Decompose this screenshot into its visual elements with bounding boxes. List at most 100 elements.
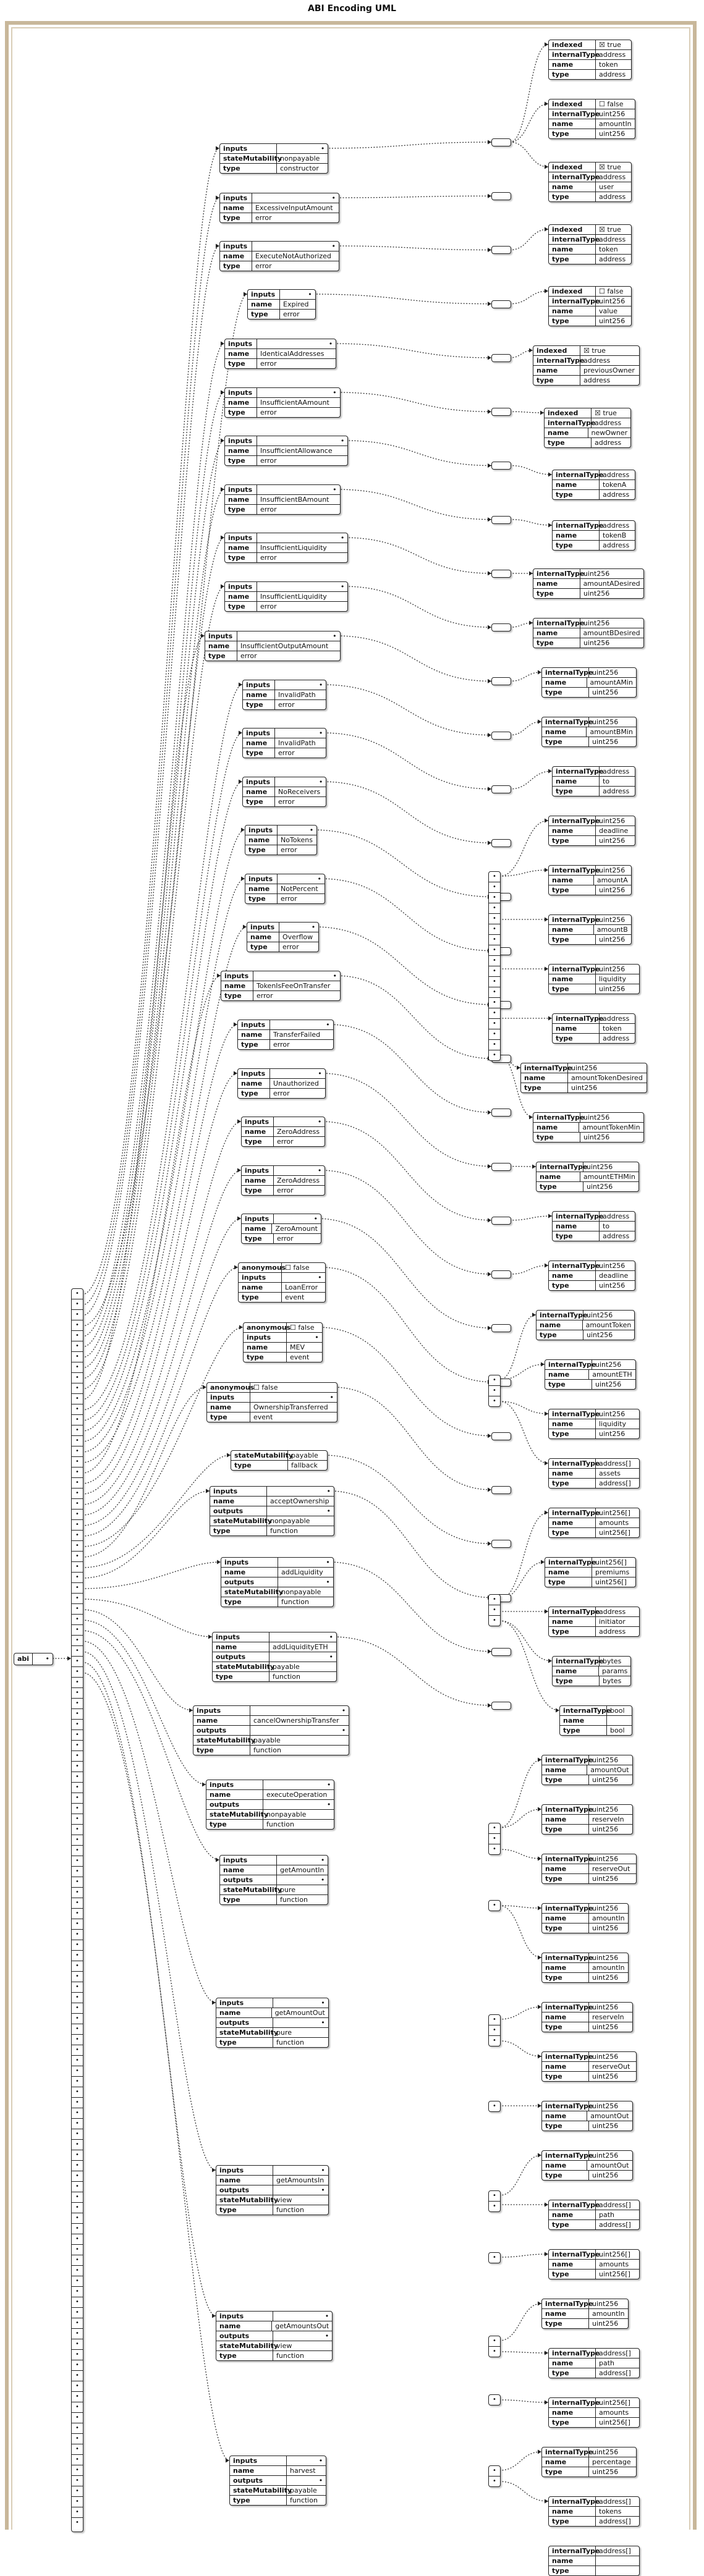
node-value: address — [600, 521, 635, 530]
abi-root-node[interactable]: abi • — [14, 1653, 53, 1665]
node-key: stateMutability — [206, 1810, 263, 1819]
node-key: name — [536, 1172, 580, 1181]
node-key: internalType — [542, 1755, 589, 1765]
node-value: • — [252, 242, 339, 251]
node-value: amountB — [594, 925, 631, 934]
node-value: address — [596, 50, 631, 59]
array-cell: • — [489, 1396, 500, 1406]
node-key: name — [542, 2062, 589, 2071]
